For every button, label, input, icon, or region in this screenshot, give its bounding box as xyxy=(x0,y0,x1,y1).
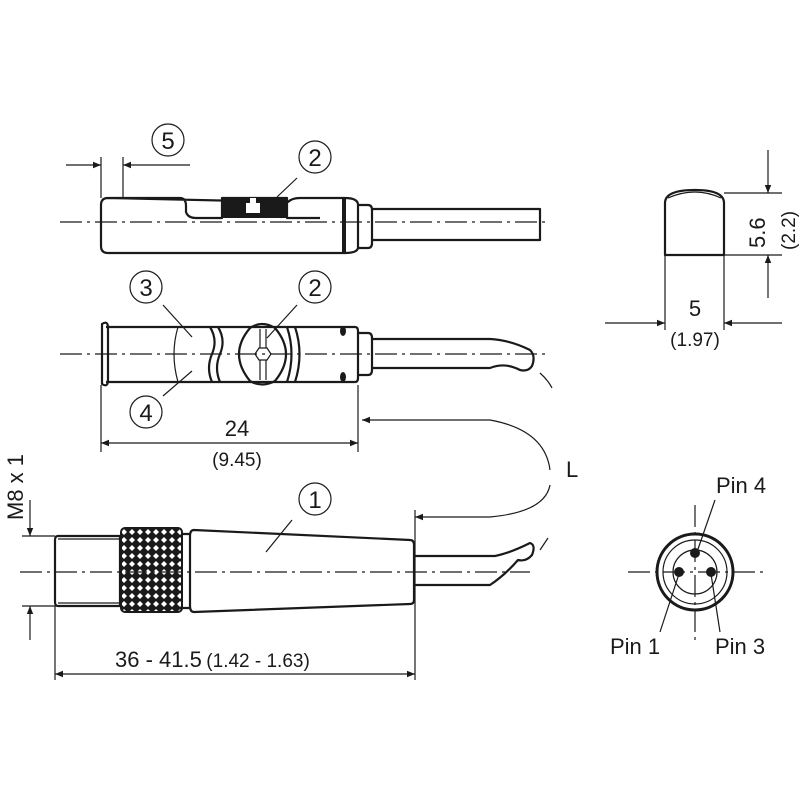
cable-length-dimension xyxy=(362,416,551,680)
callout-3-label: 3 xyxy=(139,275,152,302)
thread-dimension: M8 x 1 xyxy=(3,454,28,520)
height-inch: (2.2) xyxy=(779,211,800,250)
pin-3-contact xyxy=(706,567,716,577)
callout-5: 5 xyxy=(151,123,185,157)
body-length-dimension: 24 xyxy=(225,416,249,441)
connector-length-mm: 36 - 41.5 xyxy=(115,647,202,672)
pin-1-contact xyxy=(674,567,684,577)
connector-length-inch: (1.42 - 1.63) xyxy=(206,651,310,672)
width-inch: (1.97) xyxy=(670,330,720,351)
connector-length-dimension: 36 - 41.5 (1.42 - 1.63) xyxy=(115,647,310,672)
callout-4-label: 4 xyxy=(139,400,152,427)
cable-length-label: L xyxy=(566,457,578,482)
callout-2-mid: 2 xyxy=(298,270,332,304)
sensor-end-view xyxy=(605,150,782,330)
callout-1-label: 1 xyxy=(308,487,321,514)
callout-2-label: 2 xyxy=(308,275,321,302)
callout-3: 3 xyxy=(129,270,163,304)
callout-2-label: 2 xyxy=(308,145,321,172)
width-dimension: 5 xyxy=(689,296,701,321)
sensor-side-view xyxy=(60,157,545,255)
pin-1-label: Pin 1 xyxy=(610,634,660,659)
height-dimension: 5.6 xyxy=(745,217,770,248)
callout-4: 4 xyxy=(129,395,163,429)
connector-view xyxy=(20,500,549,680)
pin-layout xyxy=(628,499,765,640)
sensor-top-view xyxy=(60,304,553,452)
callout-1: 1 xyxy=(298,482,332,516)
callout-2-top: 2 xyxy=(298,140,332,174)
body-length-inch: (9.45) xyxy=(212,450,262,471)
pin-4-label: Pin 4 xyxy=(716,473,766,498)
pin-3-label: Pin 3 xyxy=(715,634,765,659)
callout-5-label: 5 xyxy=(161,128,174,155)
